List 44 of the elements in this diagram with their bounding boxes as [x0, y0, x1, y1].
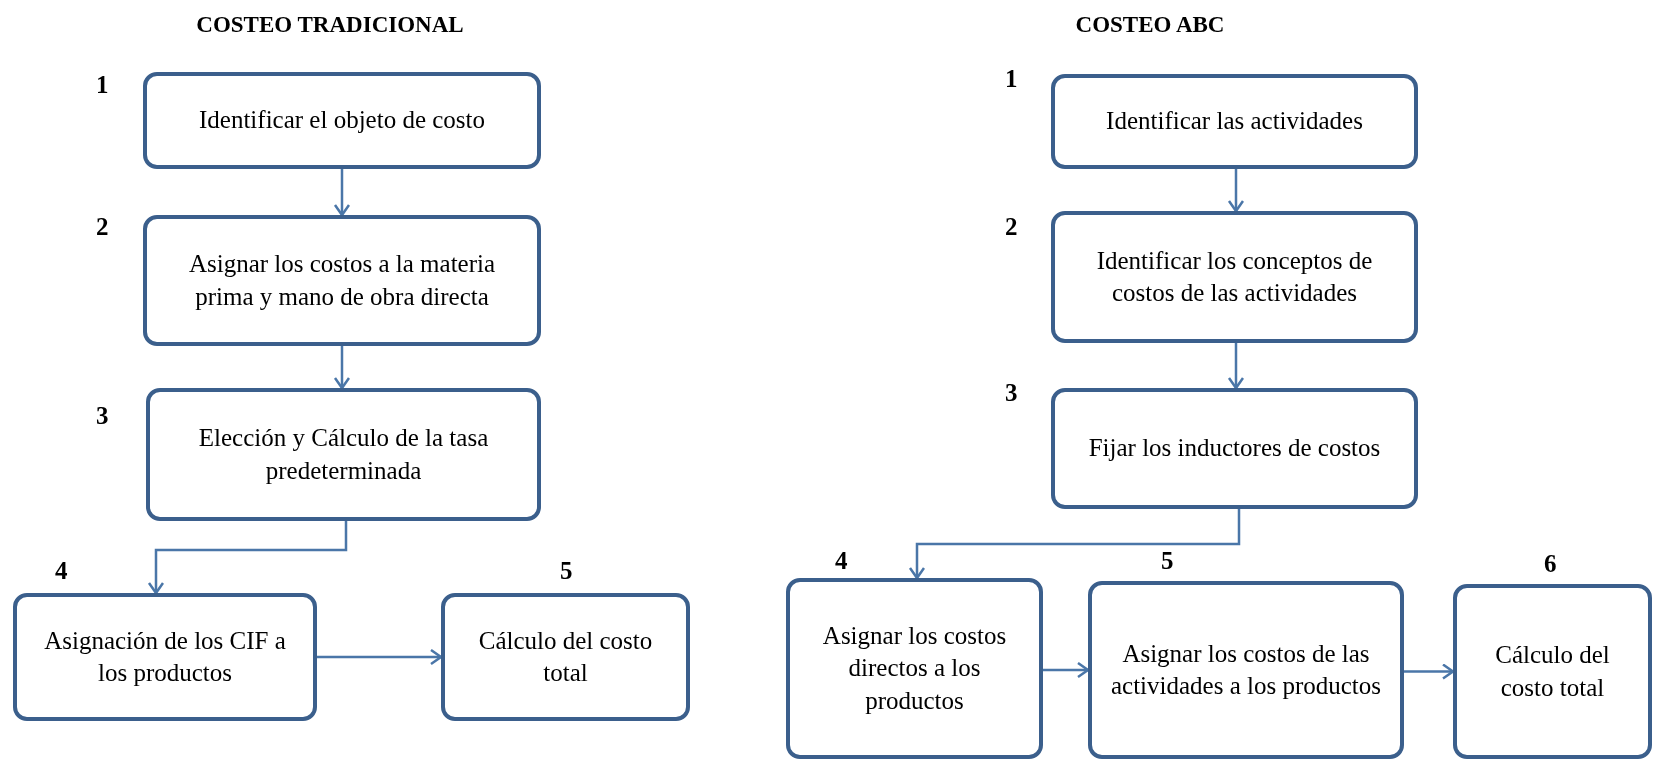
step-text: Elección y Cálculo de la tasa predeterminada [197, 423, 490, 486]
step-number: 1 [96, 72, 109, 97]
arrow [1404, 663, 1455, 680]
step-text: Identificar las actividades [1106, 106, 1363, 137]
step-number: 2 [1005, 214, 1018, 239]
section-title: COSTEO TRADICIONAL [196, 11, 464, 39]
section-title: COSTEO ABC [1075, 11, 1225, 39]
step-text: Fijar los inductores de costos [1088, 433, 1381, 464]
step-number: 3 [1005, 380, 1018, 405]
arrow [317, 648, 443, 666]
process-box [143, 215, 541, 346]
arrow [1227, 343, 1245, 390]
step-text: Cálculo del costo total [1494, 640, 1611, 703]
step-text: Asignar los costos directos a los productos [821, 620, 1008, 716]
arrow [147, 521, 348, 595]
process-box [146, 388, 541, 521]
step-number: 3 [96, 403, 109, 428]
process-box [143, 72, 541, 169]
process-box [13, 593, 317, 721]
step-text: Identificar los conceptos de costos de las actividades [1095, 245, 1374, 308]
step-number: 6 [1544, 551, 1557, 576]
step-number: 2 [96, 214, 109, 239]
process-box [1088, 581, 1404, 759]
step-number: 4 [835, 548, 848, 573]
process-box [1051, 388, 1418, 509]
arrow [333, 346, 351, 390]
step-number: 4 [55, 558, 68, 583]
step-text: Asignación de los CIF a los productos [43, 625, 287, 688]
process-box [1051, 74, 1418, 169]
step-text: Cálculo del costo total [477, 625, 654, 688]
step-number: 5 [1161, 548, 1174, 573]
process-box [441, 593, 690, 721]
step-text: Asignar los costos de las actividades a los productos [1109, 638, 1383, 701]
arrow [1227, 169, 1245, 213]
arrow [333, 169, 351, 217]
process-box [786, 578, 1043, 759]
step-number: 1 [1005, 66, 1018, 91]
process-box [1453, 584, 1652, 759]
arrow [1043, 661, 1090, 679]
arrow [908, 509, 1241, 580]
step-text: Asignar los costos a la materia prima y mano de obra directa [187, 249, 497, 312]
process-box [1051, 211, 1418, 343]
step-number: 5 [560, 558, 573, 583]
step-text: Identificar el objeto de costo [199, 105, 485, 136]
